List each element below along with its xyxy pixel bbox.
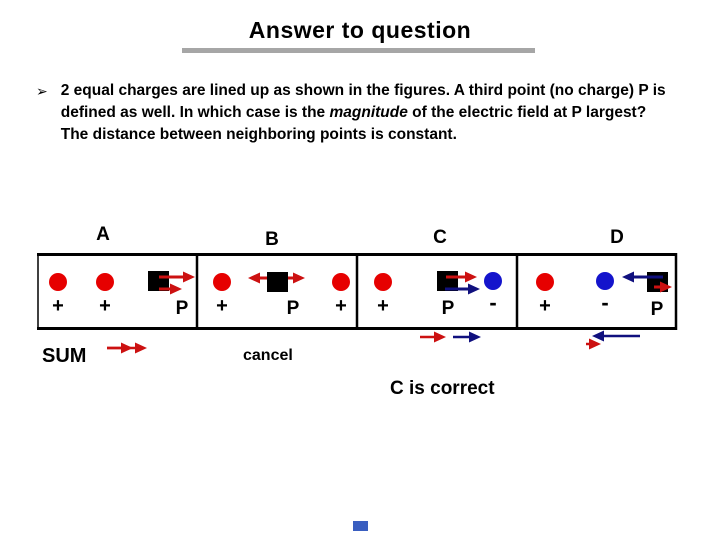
charge-sign: + [335,295,347,317]
case-label-a: A [96,224,110,245]
sum-cancel-label: cancel [243,347,293,364]
charge-sign: + [539,295,551,317]
point-p-label: P [176,298,189,319]
cases-figure: A B C D + + P [37,224,678,399]
point-p-label: P [651,299,664,320]
title-underline [182,48,535,53]
charge-sign: - [489,290,496,315]
question-italic-word: magnitude [329,104,408,121]
positive-charge-icon [96,273,114,291]
question-text: 2 equal charges are lined up as shown in… [61,80,668,146]
charge-sign: + [52,295,64,317]
charge-sign: - [601,290,608,315]
point-p-label: P [442,298,455,319]
point-p-marker [647,272,668,292]
sum-row: SUM cancel [42,330,640,367]
question-block: ➢ 2 equal charges are lined up as shown … [36,80,668,146]
question-part2: of the electric field at P largest? The … [60,104,647,143]
case-a-cell: + + P [49,271,195,319]
point-p-label: P [287,298,300,319]
charge-sign: + [377,295,389,317]
slide-title: Answer to question [248,17,472,43]
positive-charge-icon [536,273,554,291]
case-c-cell: + P - [374,271,502,319]
point-p-marker [267,272,288,292]
conclusion-text: C is correct [390,378,495,399]
sum-label: SUM [42,345,86,367]
positive-charge-icon [213,273,231,291]
bullet-arrow-icon: ➢ [36,83,48,99]
slide-footer-decoration [353,521,368,531]
positive-charge-icon [374,273,392,291]
cases-table-border [37,253,678,330]
negative-charge-icon [596,272,614,290]
case-b-cell: + P + [213,272,350,319]
case-label-d: D [610,227,624,248]
positive-charge-icon [49,273,67,291]
case-label-c: C [433,227,447,248]
positive-charge-icon [332,273,350,291]
case-d-cell: + - P [536,271,672,320]
question-part1: 2 equal charges are lined up as shown in… [60,82,666,121]
charge-sign: + [216,295,228,317]
negative-charge-icon [484,272,502,290]
charge-sign: + [99,295,111,317]
case-label-b: B [265,229,279,250]
